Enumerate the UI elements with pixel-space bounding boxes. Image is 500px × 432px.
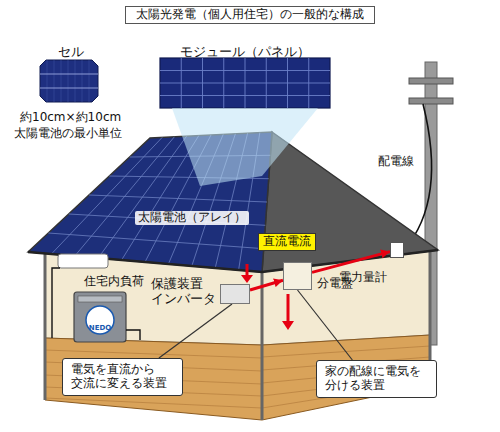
module-grid xyxy=(160,58,330,108)
house-wire xyxy=(52,268,60,338)
house-wire xyxy=(126,330,140,340)
dc-flow-arrowhead xyxy=(241,275,253,283)
roof xyxy=(262,132,438,272)
part-label: 太陽電池（アレイ） xyxy=(135,211,249,225)
leader-line xyxy=(298,290,353,360)
title-slot: 太陽光発電（個人用住宅）の一般的な構成 xyxy=(0,3,500,24)
pole-crossarm xyxy=(409,98,453,104)
solar-module xyxy=(160,58,330,108)
dc-tag: 直流電流 xyxy=(258,233,316,251)
callout-box: 電気を直流から 交流に変える装置 xyxy=(62,358,183,396)
box-text: 電気を直流から 交流に変える装置 xyxy=(71,363,174,391)
pole-crossarm xyxy=(409,78,453,84)
part-label: セル xyxy=(58,45,84,60)
device-label: 分電盤 xyxy=(317,277,353,291)
part-label: 住宅内負荷 xyxy=(84,275,144,289)
roof-eave xyxy=(28,250,438,272)
appliance xyxy=(74,292,126,342)
solar-cell xyxy=(40,60,98,102)
label-slot: NEDO xyxy=(86,315,114,334)
part-label: モジュール（パネル） xyxy=(180,45,310,60)
box-text: 家の配線に電気を 分ける装置 xyxy=(325,365,428,393)
appliance-top xyxy=(78,296,122,302)
power-flow-arrow xyxy=(250,280,283,290)
part-label: 配電線 xyxy=(378,155,414,169)
power-flow-arrow xyxy=(312,252,390,273)
title-box: 太陽光発電（個人用住宅）の一般的な構成 xyxy=(125,6,375,24)
ac-feed-arrowhead xyxy=(282,321,294,330)
label-slot: 配電線 xyxy=(378,150,414,169)
logo-badge xyxy=(86,306,114,334)
room-floor xyxy=(262,335,430,420)
label-slot: モジュール（パネル） xyxy=(180,41,310,60)
cell-grid xyxy=(47,60,89,102)
leader-line xyxy=(159,304,232,358)
floor-planks xyxy=(45,350,262,408)
label-slot: 太陽電池（アレイ） xyxy=(135,206,249,225)
zoom-beam xyxy=(172,108,318,186)
dimension-label: 約10cm×約10cm xyxy=(20,111,121,125)
label-slot: 約10cm×約10cm xyxy=(20,106,121,125)
logo-text: NEDO xyxy=(89,325,111,332)
room-wall xyxy=(262,250,430,345)
room-floor xyxy=(45,338,262,420)
label-slot: セル xyxy=(58,41,84,60)
air-conditioner xyxy=(58,254,108,268)
dc-flow-arrow xyxy=(246,264,249,276)
distribution-panel: 分電盤 xyxy=(283,262,312,290)
power-meter: 電力量計 xyxy=(390,242,404,258)
inverter-box: 保護装置 インバータ xyxy=(220,284,250,304)
callout-box: 家の配線に電気を 分ける装置 xyxy=(316,360,437,398)
box-text: 直流電流 xyxy=(263,235,311,249)
label-slot: 住宅内負荷 xyxy=(84,270,144,289)
device-label: 保護装置 インバータ xyxy=(151,277,219,307)
note-label: 太陽電池の最小単位 xyxy=(14,127,122,141)
label-slot: 太陽電池の最小単位 xyxy=(14,122,122,141)
floor-planks xyxy=(262,346,430,408)
ac-feed-arrow xyxy=(287,294,290,322)
cell-busbar xyxy=(40,74,98,88)
